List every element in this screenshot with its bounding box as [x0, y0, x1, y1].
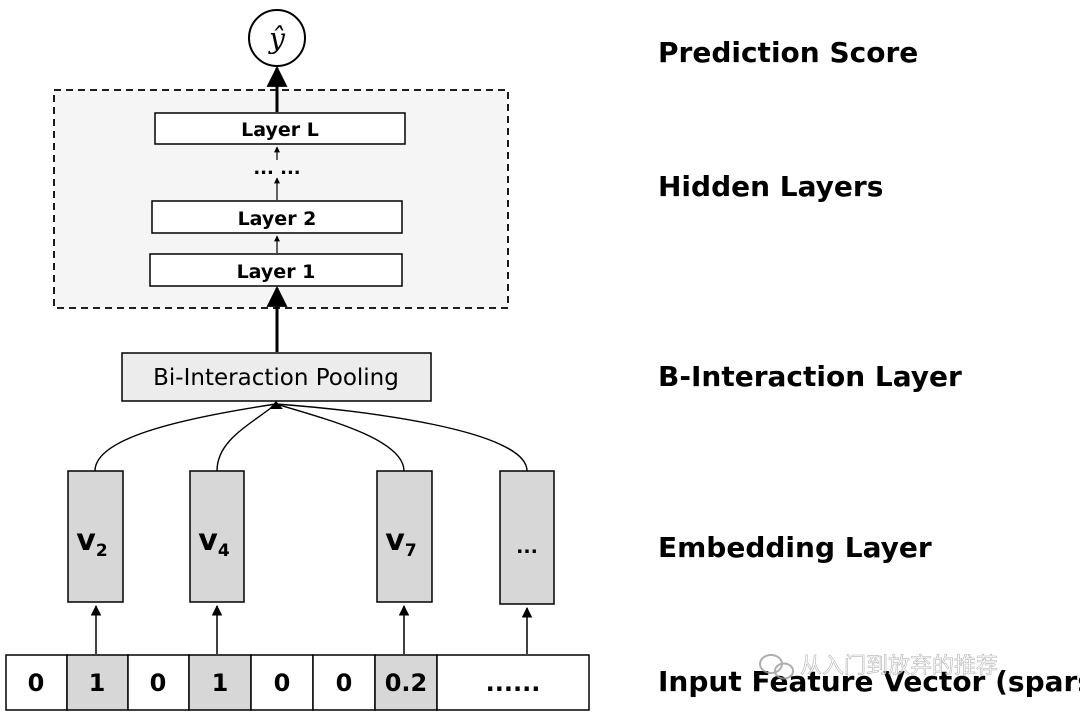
svg-text:v7: v7 — [385, 523, 416, 561]
bi-interaction-pooling-label: Bi-Interaction Pooling — [153, 365, 399, 391]
label-prediction-score: Prediction Score — [658, 36, 918, 69]
hidden-layers-ellipsis: ... ... — [253, 158, 300, 179]
bi-interaction-pooling-box: Bi-Interaction Pooling — [121, 352, 432, 402]
input-cell-7 — [436, 654, 590, 711]
svg-text:v2: v2 — [76, 523, 107, 561]
input-cell-3 — [188, 654, 252, 711]
hidden-layer-1-label: Layer 1 — [237, 261, 316, 283]
output-node: ŷ — [248, 9, 306, 67]
embedding-v4-main: v — [198, 523, 218, 558]
label-input-feature-vector: Input Feature Vector (sparse) — [658, 665, 1080, 698]
hidden-layer-2: Layer 2 — [151, 200, 403, 234]
svg-text:v4: v4 — [198, 523, 230, 561]
hidden-layer-2-label: Layer 2 — [238, 208, 317, 230]
input-cell-2-value: 0 — [150, 669, 167, 697]
input-feature-vector: 0 1 0 1 0 0 0.2 ...... — [5, 654, 590, 711]
input-cell-7-value: ...... — [486, 669, 541, 697]
connector-v2 — [94, 403, 277, 472]
embedding-v7-sub: 7 — [405, 541, 417, 561]
embedding-v2-sub: 2 — [96, 541, 108, 561]
hidden-layer-l: Layer L — [154, 112, 406, 145]
pooling-input-arrowhead — [269, 401, 283, 409]
input-cell-5-value: 0 — [336, 669, 353, 697]
connector-v4 — [216, 403, 277, 472]
input-cell-6-value: 0.2 — [385, 669, 428, 697]
input-cell-1 — [66, 654, 129, 711]
embedding-v4-sub: 4 — [218, 541, 230, 561]
input-cell-3-value: 1 — [212, 669, 229, 697]
input-cell-0 — [5, 654, 68, 711]
label-embedding-layer: Embedding Layer — [658, 531, 932, 564]
embedding-ellipsis-label: ... — [516, 536, 538, 558]
label-bi-interaction-layer: B-Interaction Layer — [658, 360, 962, 393]
input-cell-1-value: 1 — [89, 669, 106, 697]
label-hidden-layers: Hidden Layers — [658, 170, 883, 203]
input-cell-6 — [374, 654, 438, 711]
wechat-logo-icon — [759, 654, 794, 680]
hidden-layer-l-label: Layer L — [241, 119, 319, 141]
input-cell-4 — [250, 654, 314, 711]
input-cell-0-value: 0 — [28, 669, 45, 697]
embedding-v2-main: v — [76, 523, 96, 558]
hidden-layer-1: Layer 1 — [149, 253, 403, 287]
connector-v7 — [275, 403, 405, 472]
embedding-v7: v7 — [376, 470, 433, 603]
output-symbol: ŷ — [267, 22, 286, 55]
input-cell-4-value: 0 — [274, 669, 291, 697]
watermark-text: 从入门到放弃的推荐 — [800, 654, 998, 679]
embedding-v4: v4 — [189, 470, 245, 603]
embedding-v2: v2 — [67, 470, 124, 603]
watermark: 从入门到放弃的推荐 — [759, 654, 998, 680]
embedding-v7-main: v — [385, 523, 405, 558]
embedding-ellipsis: ... — [499, 470, 555, 605]
connector-ellipsis — [275, 403, 528, 472]
embedding-connectors — [94, 403, 528, 472]
